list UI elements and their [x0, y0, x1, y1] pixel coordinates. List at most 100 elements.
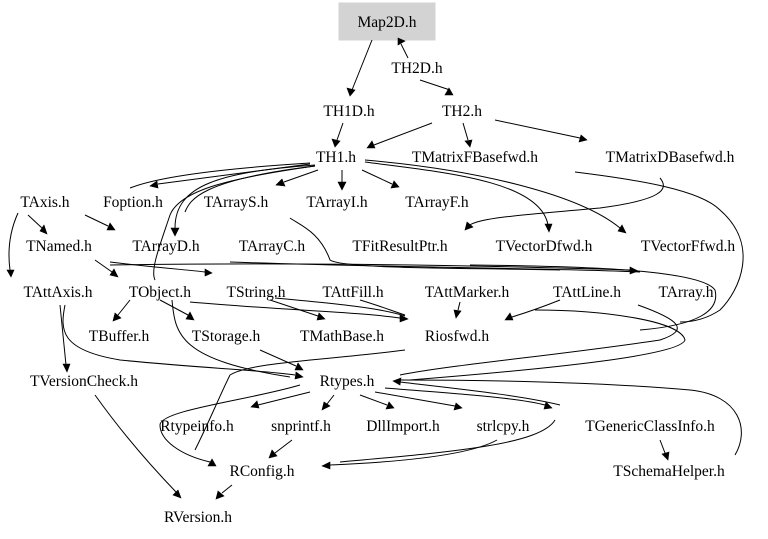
node-tstring[interactable]: TString.h — [227, 284, 286, 301]
node-tobject[interactable]: TObject.h — [129, 284, 191, 301]
edge-rtypes-snprintf — [326, 394, 335, 405]
edge-tmatrixfb-long — [574, 171, 744, 323]
edge-tattline-right — [409, 309, 686, 381]
edge-tnamed-tobject — [94, 259, 113, 273]
edge-head-snprintf — [321, 401, 331, 411]
edge-head-th1-b — [366, 140, 376, 149]
edge-head-tnamed — [39, 224, 48, 235]
edge-head-tvectorffwd — [617, 224, 627, 234]
edge-head-dllimport — [385, 401, 395, 410]
edge-th1-tarrayf — [361, 169, 393, 185]
node-tmatrixdbasefwd[interactable]: TMatrixDBasefwd.h — [606, 149, 735, 166]
edge-tattfill-riosfwd — [359, 299, 406, 316]
node-rversion[interactable]: RVersion.h — [164, 509, 232, 526]
edge-tstring-riosfwd — [274, 297, 406, 317]
edge-bundle-2 — [229, 261, 641, 273]
edge-tobject-tbuffer — [117, 299, 131, 316]
node-th1[interactable]: TH1.h — [316, 149, 356, 166]
edge-head-tschemahelper — [661, 451, 670, 461]
node-tattmarker[interactable]: TAttMarker.h — [425, 284, 510, 301]
node-tmathbase[interactable]: TMathBase.h — [300, 328, 384, 345]
edge-tgeneric-rtypes — [399, 381, 561, 406]
edge-head-foption — [149, 180, 159, 189]
edge-tattaxis-tversioncheck — [59, 304, 67, 366]
node-tbuffer[interactable]: TBuffer.h — [89, 328, 150, 345]
node-snprintf[interactable]: snprintf.h — [271, 418, 331, 435]
edge-head-th1-a — [331, 138, 341, 148]
edge-rtypes-rconfig — [159, 384, 301, 463]
edge-head-tarrayf — [390, 180, 400, 189]
edge-head-rversion-a — [215, 490, 225, 500]
edge-head-rconfig-c — [321, 461, 331, 470]
node-tarrayi[interactable]: TArrayI.h — [306, 194, 367, 211]
edge-head-rtypes-c — [392, 377, 402, 386]
node-tarrays[interactable]: TArrayS.h — [204, 194, 269, 211]
edge-head-tmatrixfb — [464, 139, 473, 148]
edge-riosfwd-rtypes — [194, 349, 406, 451]
edge-head-riosfwd-c — [504, 312, 514, 321]
edge-th1-tnamed — [184, 165, 316, 213]
edge-head-tmatrixdb — [578, 134, 588, 143]
node-taxis[interactable]: TAxis.h — [20, 194, 69, 211]
edge-th1-tvectorffwd — [364, 159, 621, 229]
edge-th1-tobject — [153, 165, 316, 281]
edge-tattline-riosfwd — [511, 299, 561, 318]
edge-strlcpy-rconfig — [329, 439, 498, 466]
node-tarray[interactable]: TArray.h — [659, 284, 714, 301]
node-riosfwd[interactable]: Riosfwd.h — [425, 328, 489, 345]
node-tarrayf[interactable]: TArrayF.h — [405, 194, 469, 211]
edge-head-tvectordfwd — [464, 221, 474, 231]
node-tvectorffwd[interactable]: TVectorFfwd.h — [641, 238, 736, 255]
edge-head-tarrays — [275, 178, 286, 187]
edge-head-rconfig-b — [268, 449, 278, 459]
edge-th1-tfitresultptr — [364, 161, 549, 226]
node-tschemahelper[interactable]: TSchemaHelper.h — [613, 463, 725, 480]
node-tattaxis[interactable]: TAttAxis.h — [24, 284, 93, 301]
edge-head-tarrayd-b — [106, 222, 116, 231]
edge-th2-tmatrixdb — [494, 119, 581, 139]
node-tgenericclassinfo[interactable]: TGenericClassInfo.h — [585, 418, 715, 435]
node-foption[interactable]: Foption.h — [103, 194, 163, 211]
node-tversioncheck[interactable]: TVersionCheck.h — [30, 373, 138, 390]
nodes: Map2D.h TH2D.h TH1D.h TH2.h TH1.h TMatri… — [20, 14, 735, 526]
edge-head-tbuffer — [112, 312, 122, 322]
edge-head-riosfwd-b — [453, 309, 462, 319]
edge-head-tarrayi — [337, 181, 347, 191]
node-tstorage[interactable]: TStorage.h — [192, 328, 261, 345]
node-tnamed[interactable]: TNamed.h — [26, 238, 92, 255]
node-rtypes[interactable]: Rtypes.h — [320, 373, 375, 390]
edge-head-tstring — [204, 268, 213, 277]
node-th1d[interactable]: TH1D.h — [323, 103, 374, 120]
edge-map2d-th1d — [351, 39, 373, 91]
edge-th1d-th1 — [336, 122, 344, 141]
node-map2d[interactable]: Map2D.h — [358, 14, 417, 31]
node-strlcpy[interactable]: strlcpy.h — [477, 418, 530, 435]
edge-th2-tmatrixfb — [462, 122, 469, 141]
node-dllimport[interactable]: DllImport.h — [366, 418, 440, 435]
edge-bundle-4 — [469, 264, 717, 331]
edge-th2d-th2 — [419, 79, 451, 91]
edge-taxis-tattaxis — [8, 212, 19, 271]
node-th2d[interactable]: TH2D.h — [391, 60, 442, 77]
node-tarrayd[interactable]: TArrayD.h — [132, 238, 199, 255]
edge-taxis-tnamed — [27, 214, 43, 229]
node-tvectordfwd[interactable]: TVectorDfwd.h — [496, 238, 593, 255]
edge-tobject-tstorage — [159, 299, 189, 316]
edge-bundle-1 — [109, 263, 631, 271]
node-rtypeinfo[interactable]: Rtypeinfo.h — [160, 418, 234, 435]
edge-head-rversion-b — [172, 489, 182, 499]
edge-head-tgeneric — [543, 401, 553, 410]
node-tfitresultptr[interactable]: TFitResultPtr.h — [352, 238, 447, 255]
node-rconfig[interactable]: RConfig.h — [229, 463, 294, 480]
node-tmatrixfbasefwd[interactable]: TMatrixFBasefwd.h — [412, 149, 538, 166]
node-th2[interactable]: TH2.h — [442, 103, 482, 120]
node-tarrayc[interactable]: TArrayC.h — [239, 238, 306, 255]
edge-th1-tarrays — [283, 169, 319, 183]
edge-head-th2 — [444, 87, 454, 96]
node-tattfill[interactable]: TAttFill.h — [322, 284, 383, 301]
edge-head-rtypes-b — [294, 362, 304, 371]
edge-head-rconfig-a — [207, 458, 217, 467]
node-tattline[interactable]: TAttLine.h — [553, 284, 621, 301]
